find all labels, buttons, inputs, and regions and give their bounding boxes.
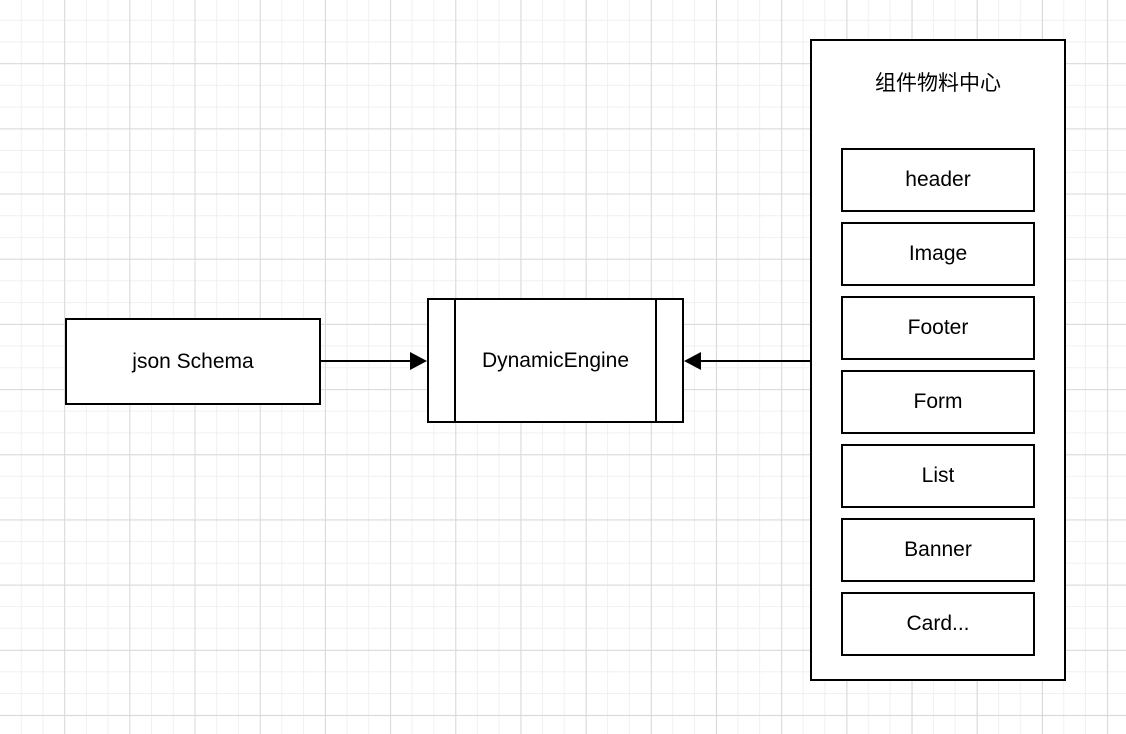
list-item[interactable]: Footer xyxy=(841,296,1035,360)
list-item[interactable]: Card... xyxy=(841,592,1035,656)
list-item[interactable]: Image xyxy=(841,222,1035,286)
edge-line xyxy=(700,360,810,362)
list-item[interactable]: List xyxy=(841,444,1035,508)
list-item[interactable]: header xyxy=(841,148,1035,212)
edge-line xyxy=(321,360,411,362)
list-item[interactable]: Form xyxy=(841,370,1035,434)
node-dynamic-engine[interactable]: DynamicEngine xyxy=(427,298,684,423)
node-json-schema-label: json Schema xyxy=(132,349,254,373)
list-item-label: Image xyxy=(908,242,968,265)
process-bar-left xyxy=(454,300,456,421)
list-item-label: Banner xyxy=(904,538,972,561)
list-item-label: header xyxy=(905,168,971,191)
process-bar-right xyxy=(655,300,657,421)
arrow-left-icon xyxy=(684,352,701,370)
list-item[interactable]: Banner xyxy=(841,518,1035,582)
list-item-label: Card... xyxy=(906,612,970,635)
list-item-label: Footer xyxy=(907,316,969,339)
node-dynamic-engine-label: DynamicEngine xyxy=(481,348,630,372)
list-item-label: List xyxy=(921,464,955,487)
list-item-label: Form xyxy=(913,390,963,413)
panel-material-center-title: 组件物料中心 xyxy=(875,72,1001,95)
panel-material-center-item-list: header Image Footer Form List Banner Car… xyxy=(841,148,1035,656)
node-json-schema[interactable]: json Schema xyxy=(65,318,321,405)
arrow-right-icon xyxy=(410,352,427,370)
panel-material-center[interactable]: 组件物料中心 header Image Footer Form List Ban… xyxy=(810,39,1066,681)
